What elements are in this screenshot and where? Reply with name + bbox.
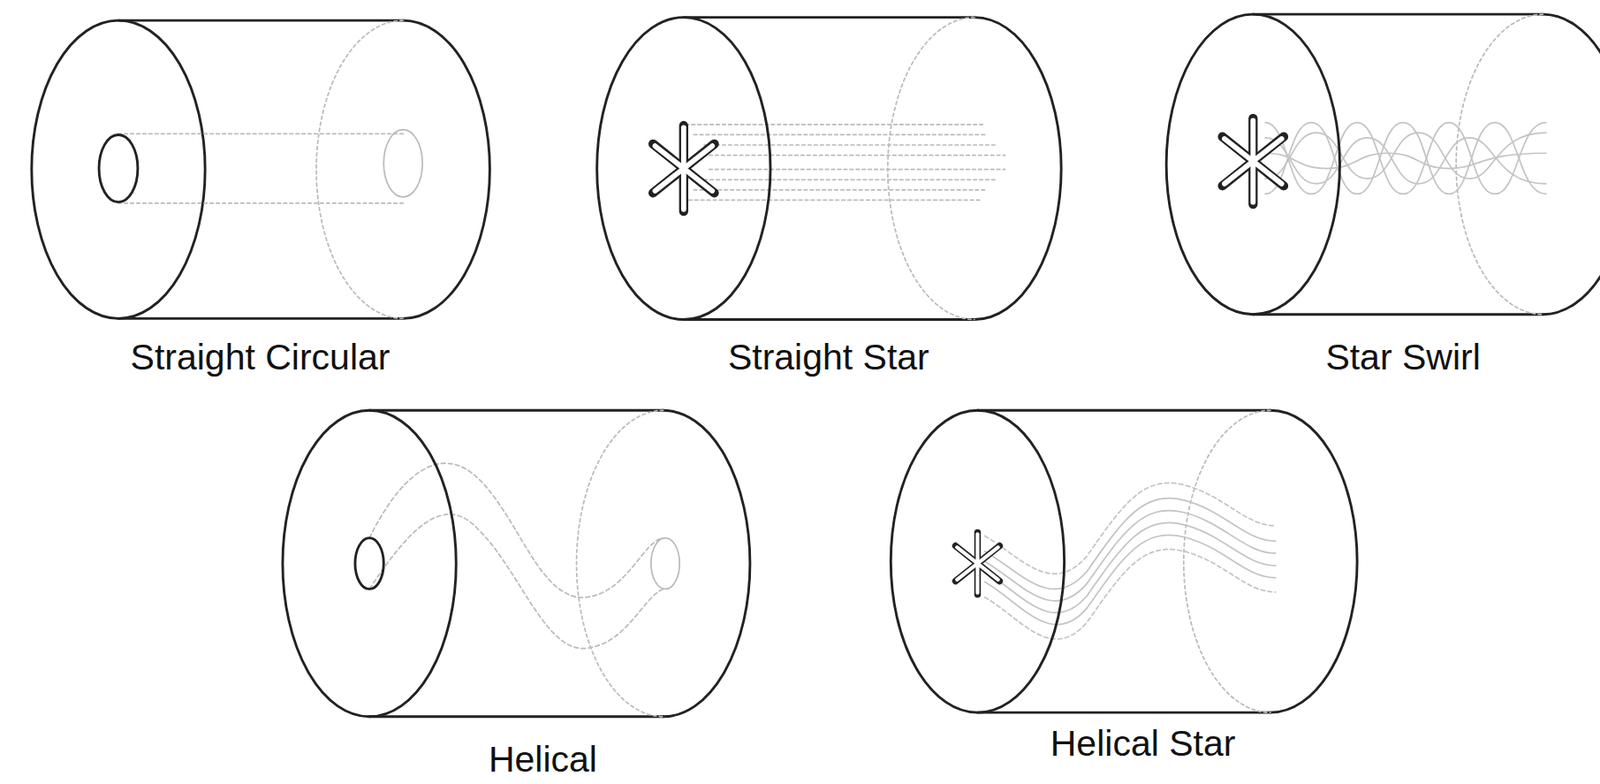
design-label: Straight Circular [130, 337, 391, 378]
design-label: Straight Star [727, 337, 930, 378]
design-label: Helical Star [1050, 723, 1237, 764]
design-label: Helical [488, 739, 598, 780]
design-label: Star Swirl [1325, 337, 1480, 378]
